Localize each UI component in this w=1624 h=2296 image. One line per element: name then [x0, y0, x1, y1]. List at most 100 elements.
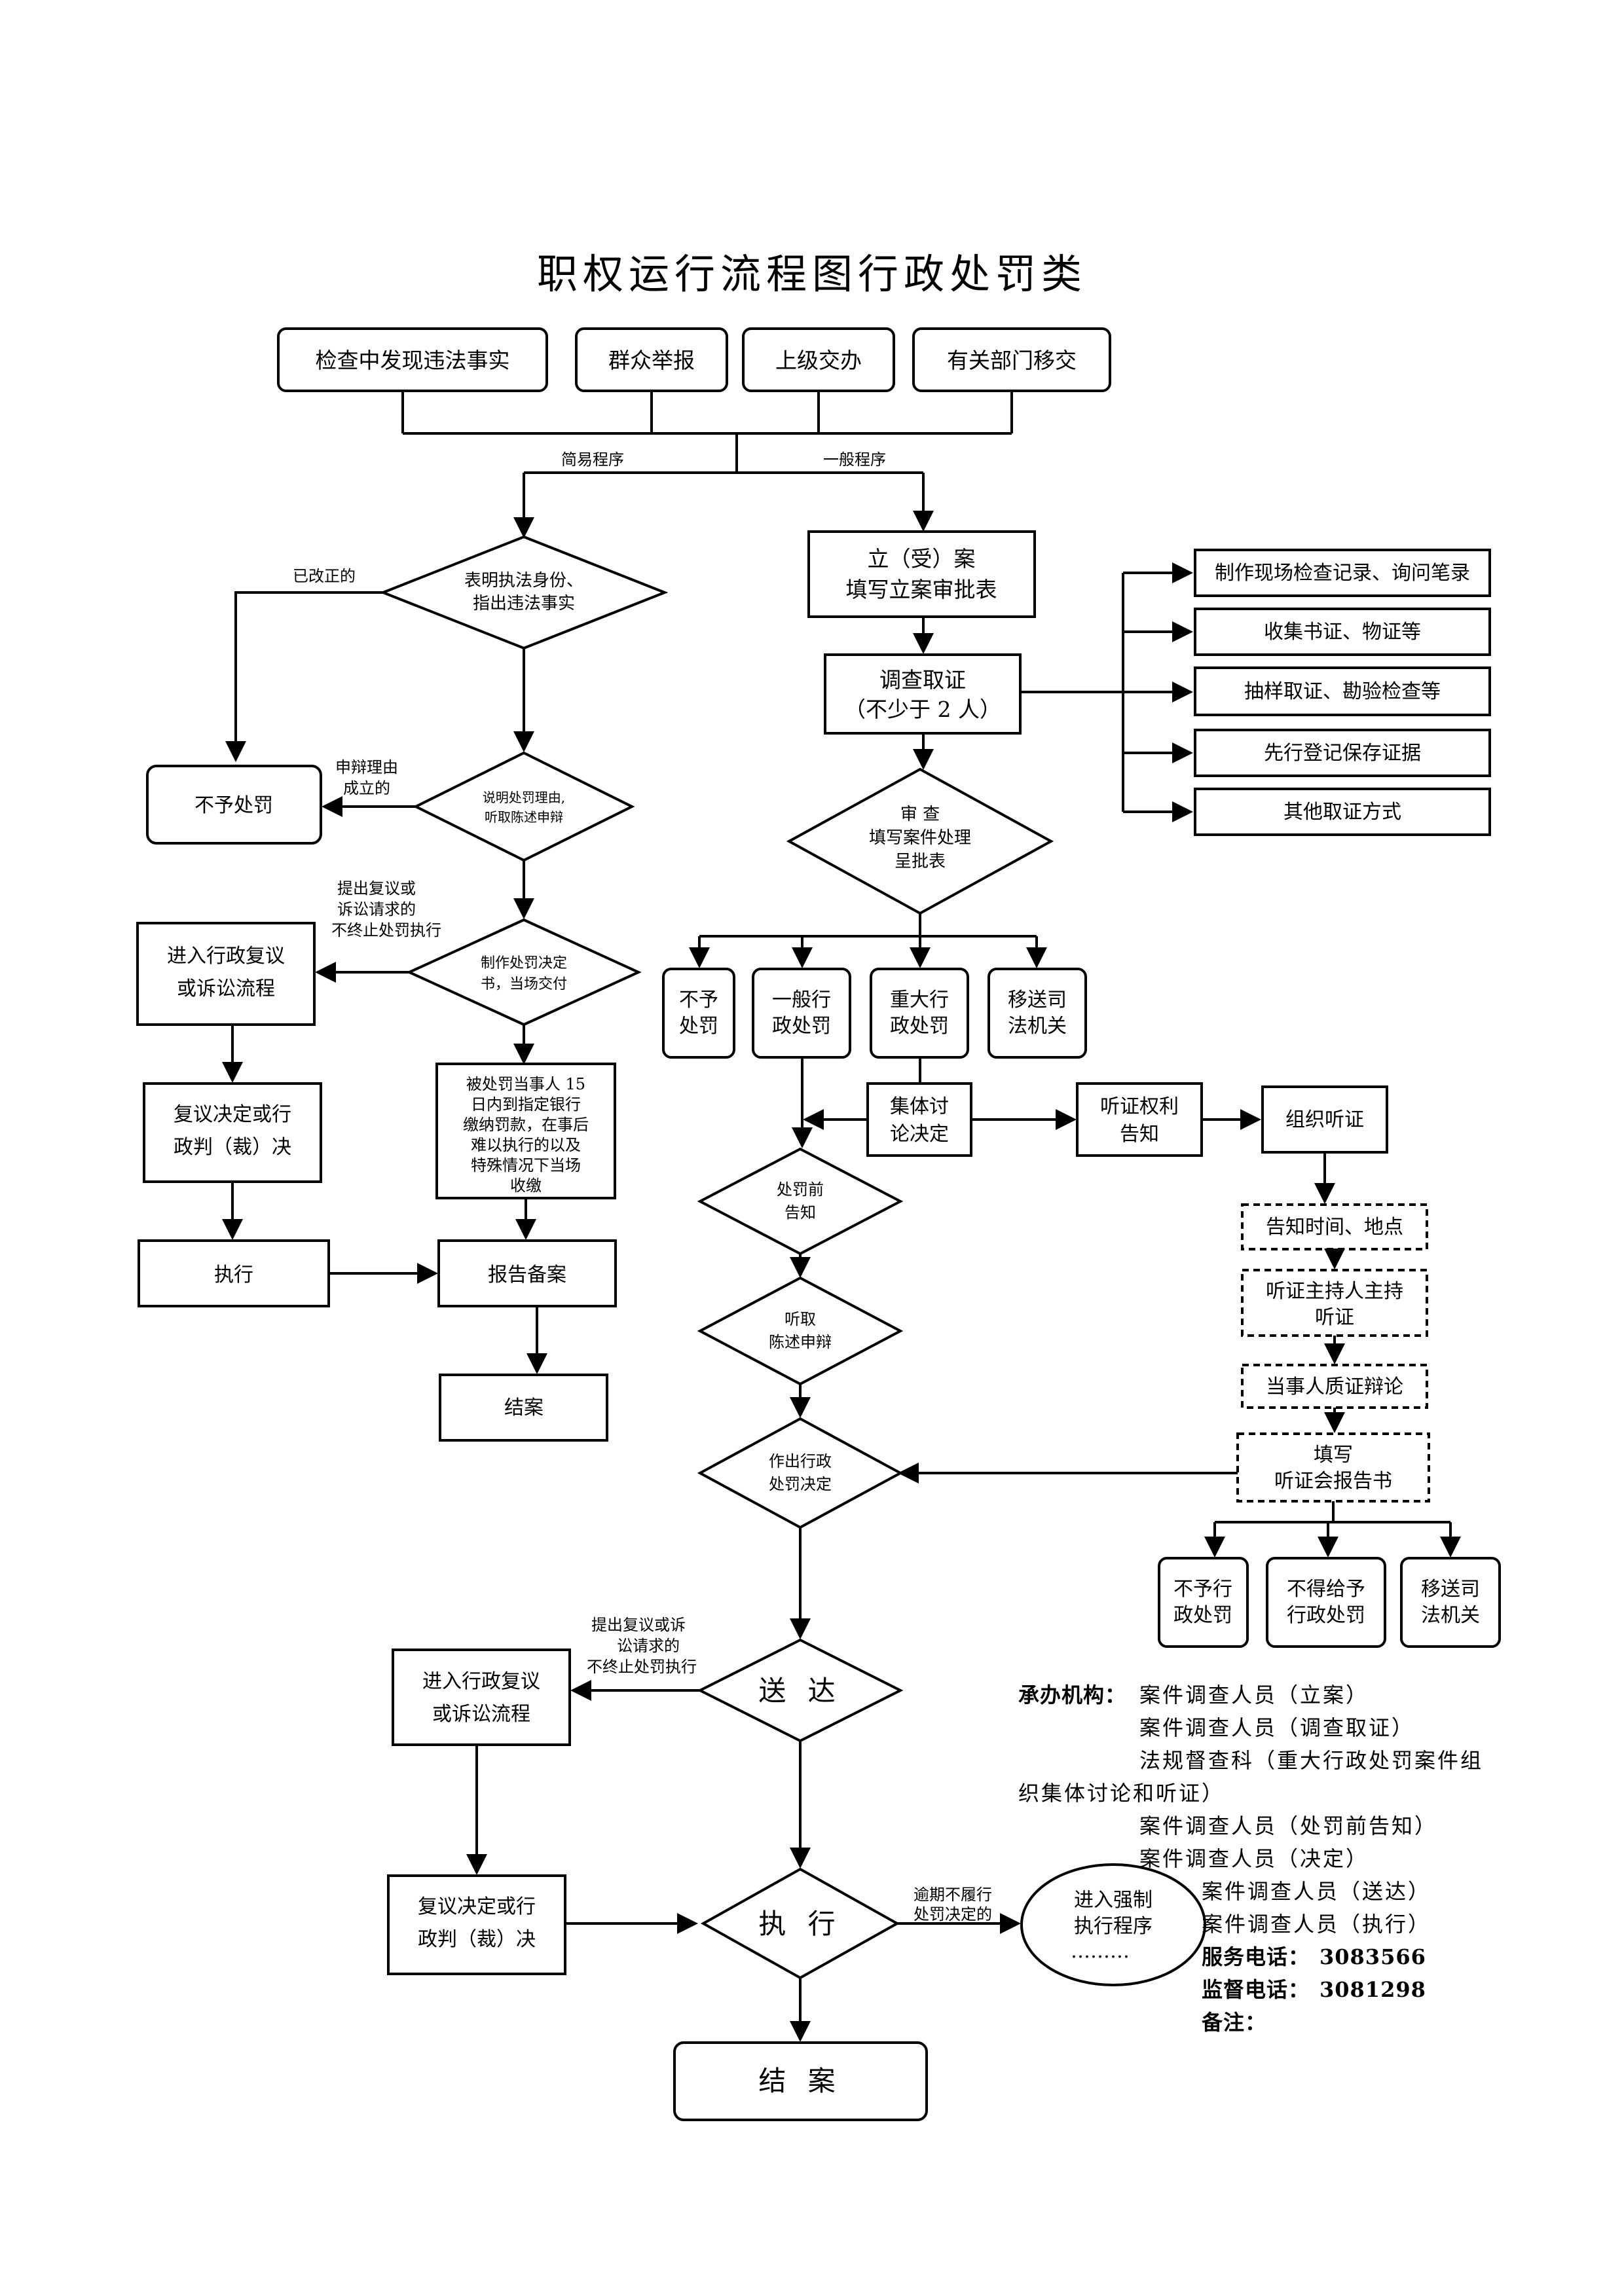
listen-defense-diamond: 听取 陈述申辩: [697, 1276, 904, 1386]
corrected-arrow: [225, 591, 383, 762]
svg-text:进入强制: 进入强制: [1074, 1889, 1153, 1912]
source-inspection: 检查中发现违法事实: [277, 327, 548, 392]
source-department-transfer: 有关部门移交: [912, 327, 1111, 392]
agency-line-5: 案件调查人员（处罚前告知）: [1139, 1813, 1437, 1838]
svg-text:执行: 执行: [214, 1264, 253, 1286]
evidence-connectors: [1020, 562, 1193, 822]
svg-text:听取: 听取: [784, 1310, 816, 1328]
service-phone-label: 服务电话：: [1202, 1944, 1310, 1969]
svg-text:表明执法身份、: 表明执法身份、: [464, 571, 583, 591]
close-case-box-general: 结 案: [673, 2041, 928, 2121]
svg-text:移送司: 移送司: [1008, 989, 1067, 1011]
svg-text:审 查: 审 查: [900, 805, 940, 824]
svg-text:进入行政复议: 进入行政复议: [422, 1670, 540, 1693]
agency-line-1: 案件调查人员（立案）: [1139, 1683, 1369, 1707]
svg-text:报告备案: 报告备案: [488, 1264, 566, 1286]
remark-label: 备注：: [1202, 2010, 1266, 2035]
svg-text:政处罚: 政处罚: [772, 1015, 831, 1038]
collective-discussion-box: 集体讨 论决定: [866, 1082, 972, 1157]
svg-text:其他取证方式: 其他取证方式: [1283, 801, 1401, 824]
svg-text:执行程序: 执行程序: [1074, 1915, 1153, 1938]
svg-text:立（受）案: 立（受）案: [868, 546, 976, 572]
general-procedure-label: 一般程序: [823, 450, 886, 469]
svg-text:调查取证: 调查取证: [879, 667, 966, 693]
appeal-note-general-2: 讼请求的: [617, 1637, 680, 1655]
notice-time-place-box: 告知时间、地点: [1241, 1203, 1428, 1250]
evidence-preserve-box: 先行登记保存证据: [1194, 729, 1491, 777]
agency-line-2: 案件调查人员（调查取证）: [1139, 1715, 1414, 1740]
supervise-phone: 3081298: [1320, 1977, 1426, 2002]
svg-text:行政处罚: 行政处罚: [1287, 1604, 1365, 1627]
evidence-documents-box: 收集书证、物证等: [1194, 608, 1491, 656]
svg-text:结 案: 结 案: [758, 2065, 841, 2097]
svg-text:书，当场交付: 书，当场交付: [481, 976, 567, 993]
hearing-host-box: 听证主持人主持 听证: [1241, 1269, 1428, 1337]
svg-text:结案: 结案: [504, 1396, 544, 1419]
agency-block: 承办机构： 案件调查人员（立案） 案件调查人员（调查取证） 法规督查科（重大行政…: [1018, 1683, 1483, 2035]
svg-text:指出违法事实: 指出违法事实: [473, 594, 575, 613]
svg-text:执 行: 执 行: [758, 1908, 841, 1940]
svg-text:………: ………: [1071, 1940, 1130, 1963]
svg-text:听证主持人主持: 听证主持人主持: [1266, 1280, 1403, 1303]
evidence-record-box: 制作现场检查记录、询问笔录: [1194, 549, 1491, 597]
agency-line-6: 案件调查人员（决定）: [1139, 1846, 1369, 1871]
outcome-transfer-judicial-box: 移送司 法机关: [987, 968, 1087, 1059]
defense-ok-label-1: 申辩理由: [335, 758, 398, 776]
corrected-label: 已改正的: [293, 567, 356, 585]
overdue-label-1: 逾期不履行: [913, 1886, 992, 1904]
hearing-no-penalty-box: 不予行 政处罚: [1158, 1557, 1249, 1648]
svg-text:法机关: 法机关: [1008, 1015, 1067, 1038]
svg-text:制作现场检查记录、询问笔录: 制作现场检查记录、询问笔录: [1215, 562, 1470, 585]
execute-box-simple: 执行: [138, 1239, 330, 1307]
source-connectors: [401, 391, 1013, 538]
svg-text:送 达: 送 达: [758, 1675, 841, 1707]
hearing-not-allowed-box: 不得给予 行政处罚: [1266, 1557, 1386, 1648]
svg-text:特殊情况下当场: 特殊情况下当场: [471, 1156, 581, 1175]
simple-procedure-label: 简易程序: [561, 450, 624, 469]
svg-text:或诉讼流程: 或诉讼流程: [432, 1703, 530, 1726]
svg-text:重大行: 重大行: [890, 989, 949, 1011]
svg-text:告知: 告知: [784, 1203, 816, 1222]
supervise-phone-label: 监督电话：: [1202, 1977, 1310, 2002]
appeal-note-general-1: 提出复议或诉: [591, 1616, 686, 1634]
svg-text:呈批表: 呈批表: [895, 852, 946, 871]
evidence-other-box: 其他取证方式: [1194, 788, 1491, 836]
agency-line-3: 法规督查科（重大行政处罚案件组: [1139, 1748, 1483, 1773]
svg-text:收集书证、物证等: 收集书证、物证等: [1264, 621, 1421, 644]
svg-text:日内到指定银行: 日内到指定银行: [471, 1095, 581, 1114]
page-title: 职权运行流程图行政处罚类: [537, 250, 1087, 298]
svg-text:（不少于 2 人）: （不少于 2 人）: [844, 697, 1001, 722]
close-case-box-simple: 结案: [439, 1374, 608, 1442]
svg-text:处罚前: 处罚前: [777, 1180, 824, 1199]
svg-text:复议决定或行: 复议决定或行: [174, 1103, 291, 1126]
svg-text:论决定: 论决定: [890, 1123, 949, 1146]
hearing-transfer-box: 移送司 法机关: [1400, 1557, 1501, 1648]
svg-text:告知: 告知: [1120, 1123, 1159, 1146]
outcome-connectors: [689, 913, 1047, 968]
outcome-major-penalty-box: 重大行 政处罚: [870, 968, 969, 1059]
defense-ok-label-2: 成立的: [343, 779, 390, 797]
svg-text:填写案件处理: 填写案件处理: [869, 828, 971, 848]
explain-reason-diamond: 说明处罚理由, 听取陈述申辩: [413, 751, 635, 862]
appeal-note-3: 不终止处罚执行: [331, 921, 441, 939]
show-identity-diamond: 表明执法身份、 指出违法事实: [379, 535, 669, 650]
svg-text:一般行: 一般行: [772, 989, 831, 1011]
svg-text:当事人质证辩论: 当事人质证辩论: [1266, 1376, 1403, 1398]
organize-hearing-box: 组织听证: [1261, 1085, 1388, 1154]
appeal-note-general-3: 不终止处罚执行: [587, 1658, 697, 1676]
review-diamond: 审 查 填写案件处理 呈批表: [786, 767, 1054, 915]
svg-text:填写: 填写: [1314, 1444, 1353, 1467]
deliver-diamond: 送 达: [697, 1638, 904, 1743]
svg-text:填写立案审批表: 填写立案审批表: [846, 577, 997, 602]
hearing-rights-box: 听证权利 告知: [1076, 1082, 1203, 1157]
svg-text:组织听证: 组织听证: [1285, 1108, 1364, 1131]
svg-text:政判（裁）决: 政判（裁）决: [174, 1136, 291, 1159]
outcome-general-penalty-box: 一般行 政处罚: [752, 968, 851, 1059]
svg-text:听证会报告书: 听证会报告书: [1274, 1470, 1392, 1493]
svg-text:告知时间、地点: 告知时间、地点: [1266, 1216, 1403, 1239]
svg-text:移送司: 移送司: [1421, 1578, 1480, 1601]
enforce-ellipse: 进入强制 执行程序 ………: [1020, 1863, 1206, 1986]
svg-text:不予: 不予: [679, 989, 718, 1011]
svg-text:群众举报: 群众举报: [608, 348, 695, 373]
